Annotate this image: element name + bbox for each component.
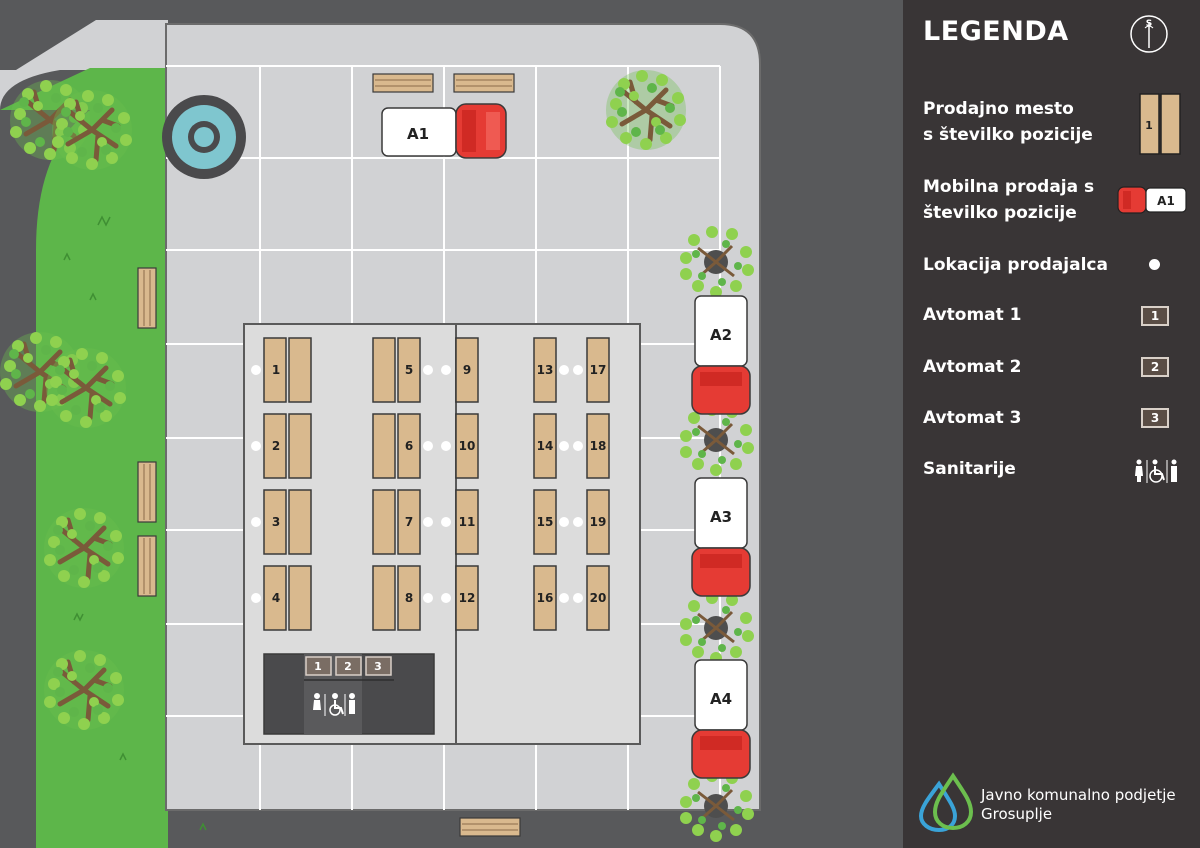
stall-number-10: 10	[459, 439, 476, 453]
stall-number-9: 9	[463, 363, 471, 377]
truck-icon: A4	[691, 659, 751, 779]
stall-number-11: 11	[459, 515, 476, 529]
sanitary-icon	[313, 693, 355, 716]
mobile-unit-a2-label: A2	[710, 326, 732, 344]
seller-dot-icon	[1149, 259, 1160, 270]
fountain-icon	[162, 95, 246, 179]
stall-number-12: 12	[459, 591, 476, 605]
stall-number-17: 17	[590, 363, 607, 377]
machine-1-label: 1	[314, 660, 322, 673]
stall-number-16: 16	[537, 591, 554, 605]
mobile-unit-a1-label: A1	[407, 125, 429, 143]
stall-number-7: 7	[405, 515, 413, 529]
truck-icon: A1	[1117, 186, 1187, 214]
legend-machine3-label: Avtomat 3	[923, 408, 1022, 428]
machine-1-icon: 1	[1141, 306, 1169, 326]
stall-number-15: 15	[537, 515, 554, 529]
legend-mobile-icon-label: A1	[1157, 194, 1175, 208]
stall-number-18: 18	[590, 439, 607, 453]
stall-number-20: 20	[590, 591, 607, 605]
stall-number-4: 4	[272, 591, 280, 605]
legend-panel: LEGENDA S Prodajno mesto s številko pozi…	[903, 0, 1200, 848]
market-map: 1 2 3 4 5 6 7 8 9 10 11 12 13 14 15 16 1…	[0, 20, 761, 848]
machine-3-icon: 3	[1141, 408, 1169, 428]
machine-2-label: 2	[344, 660, 352, 673]
legend-sanitary-label: Sanitarije	[923, 459, 1016, 479]
organization-logo: Javno komunalno podjetje Grosuplje	[917, 772, 1197, 832]
mobile-unit-a3-label: A3	[710, 508, 732, 526]
stall-number-3: 3	[272, 515, 280, 529]
legend-title: LEGENDA	[923, 16, 1069, 47]
truck-icon: A1	[381, 103, 507, 159]
truck-icon: A2	[691, 295, 751, 415]
legend-machine2-label: Avtomat 2	[923, 357, 1022, 377]
machine-2-icon: 2	[1141, 357, 1169, 377]
machine-3-label: 3	[374, 660, 382, 673]
svg-text:S: S	[1146, 19, 1152, 29]
organization-name-line2: Grosuplje	[981, 805, 1053, 823]
legend-seller-label: Lokacija prodajalca	[923, 255, 1108, 275]
legend-machine1-label: Avtomat 1	[923, 305, 1022, 325]
sanitary-icon	[1135, 459, 1177, 483]
stall-number-19: 19	[590, 515, 607, 529]
seller-dots	[251, 365, 583, 603]
stall-number-5: 5	[405, 363, 413, 377]
mobile-unit-a4-label: A4	[710, 690, 732, 708]
stall-number-8: 8	[405, 591, 413, 605]
truck-icon: A3	[691, 477, 751, 597]
legend-mobile-label: Mobilna prodaja s številko pozicije	[923, 177, 1095, 223]
stall-number-2: 2	[272, 439, 280, 453]
stall-number-13: 13	[537, 363, 554, 377]
compass-icon: S	[1130, 15, 1168, 53]
stall-number-6: 6	[405, 439, 413, 453]
legend-stall-number: 1	[1145, 119, 1153, 132]
stall-number-14: 14	[537, 439, 554, 453]
stall-icon: 1	[1139, 93, 1181, 155]
legend-stall-label: Prodajno mesto s številko pozicije	[923, 99, 1093, 145]
organization-logo-icon	[918, 772, 974, 832]
stall-number-1: 1	[272, 363, 280, 377]
sanitary-block: 1 2 3	[263, 653, 435, 735]
organization-name-line1: Javno komunalno podjetje	[981, 786, 1176, 804]
